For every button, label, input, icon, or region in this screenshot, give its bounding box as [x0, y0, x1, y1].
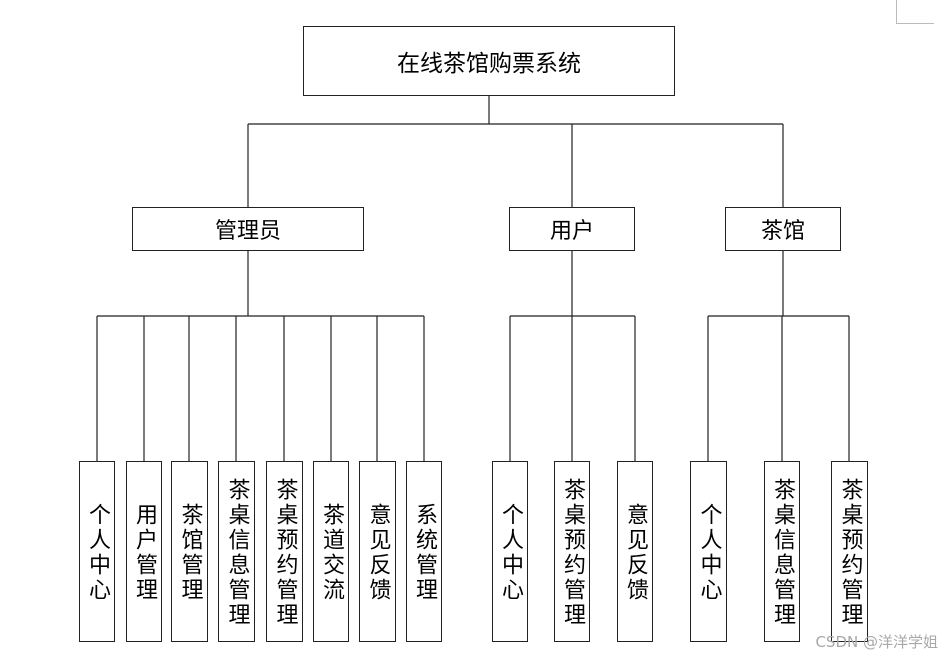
root-node: 在线茶馆购票系统 [303, 26, 675, 96]
leaf-label: 茶桌预约管理 [560, 477, 585, 628]
leaf-label: 个人中心 [85, 502, 110, 603]
role-node-teahouse: 茶馆 [725, 207, 841, 251]
leaf-node: 个人中心 [492, 461, 528, 642]
watermark: CSDN @洋洋学姐 [815, 633, 938, 651]
role-label: 茶馆 [760, 219, 805, 244]
role-node-admin: 管理员 [132, 207, 364, 251]
leaf-label: 茶桌预约管理 [272, 477, 298, 628]
leaf-node: 系统管理 [406, 461, 442, 642]
leaf-label: 茶道交流 [319, 502, 344, 603]
leaf-node: 意见反馈 [359, 461, 396, 642]
leaf-node: 茶桌信息管理 [218, 461, 255, 642]
leaf-label: 茶桌信息管理 [224, 477, 250, 628]
leaf-label: 系统管理 [412, 502, 437, 603]
root-label: 在线茶馆购票系统 [397, 51, 581, 77]
role-label: 管理员 [214, 219, 281, 244]
leaf-node: 茶馆管理 [171, 461, 208, 642]
leaf-label: 意见反馈 [623, 502, 648, 603]
leaf-node: 意见反馈 [617, 461, 653, 642]
page-corner-mark [896, 0, 934, 24]
leaf-label: 个人中心 [696, 502, 722, 603]
leaf-node: 用户管理 [126, 461, 162, 642]
leaf-node: 茶桌预约管理 [831, 461, 868, 642]
leaf-node: 茶桌信息管理 [764, 461, 800, 642]
leaf-node: 茶桌预约管理 [266, 461, 303, 642]
leaf-label: 个人中心 [498, 502, 523, 603]
role-label: 用户 [549, 219, 594, 244]
leaf-label: 意见反馈 [365, 502, 391, 603]
leaf-label: 茶桌信息管理 [770, 477, 795, 628]
leaf-node: 茶道交流 [313, 461, 349, 642]
leaf-label: 茶桌预约管理 [837, 477, 863, 628]
role-node-user: 用户 [509, 207, 635, 251]
leaf-label: 茶馆管理 [177, 502, 203, 603]
leaf-node: 个人中心 [79, 461, 115, 642]
leaf-node: 个人中心 [690, 461, 727, 642]
leaf-node: 茶桌预约管理 [554, 461, 590, 642]
leaf-label: 用户管理 [132, 502, 157, 603]
